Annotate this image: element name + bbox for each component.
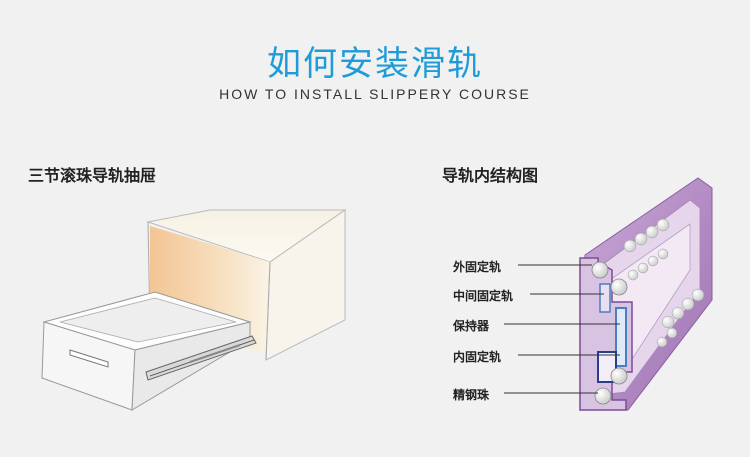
label-retainer: 保持器	[453, 319, 490, 333]
label-middle-fixed-rail: 中间固定轨	[453, 289, 514, 303]
steel-ball-mid	[610, 278, 628, 296]
bottom-ball-row	[656, 288, 705, 348]
steel-ball-bottom	[594, 387, 612, 405]
page-subtitle: HOW TO INSTALL SLIPPERY COURSE	[219, 86, 531, 102]
steel-ball-lower	[610, 367, 628, 385]
label-outer-fixed-rail: 外固定轨	[453, 260, 502, 274]
steel-ball-top	[591, 261, 609, 279]
page-title: 如何安装滑轨	[267, 44, 483, 84]
top-ball-row	[623, 218, 670, 281]
middle-rail-profile	[599, 283, 611, 313]
leader-lines	[504, 264, 620, 394]
drawer-handle	[69, 349, 109, 368]
inner-rail-profile	[615, 307, 627, 367]
drawer-section-title: 三节滚珠导轨抽屉	[28, 166, 157, 185]
rail-structure-section-title: 导轨内结构图	[442, 166, 539, 185]
label-inner-fixed-rail: 内固定轨	[453, 350, 502, 364]
label-steel-ball: 精钢珠	[453, 388, 490, 402]
